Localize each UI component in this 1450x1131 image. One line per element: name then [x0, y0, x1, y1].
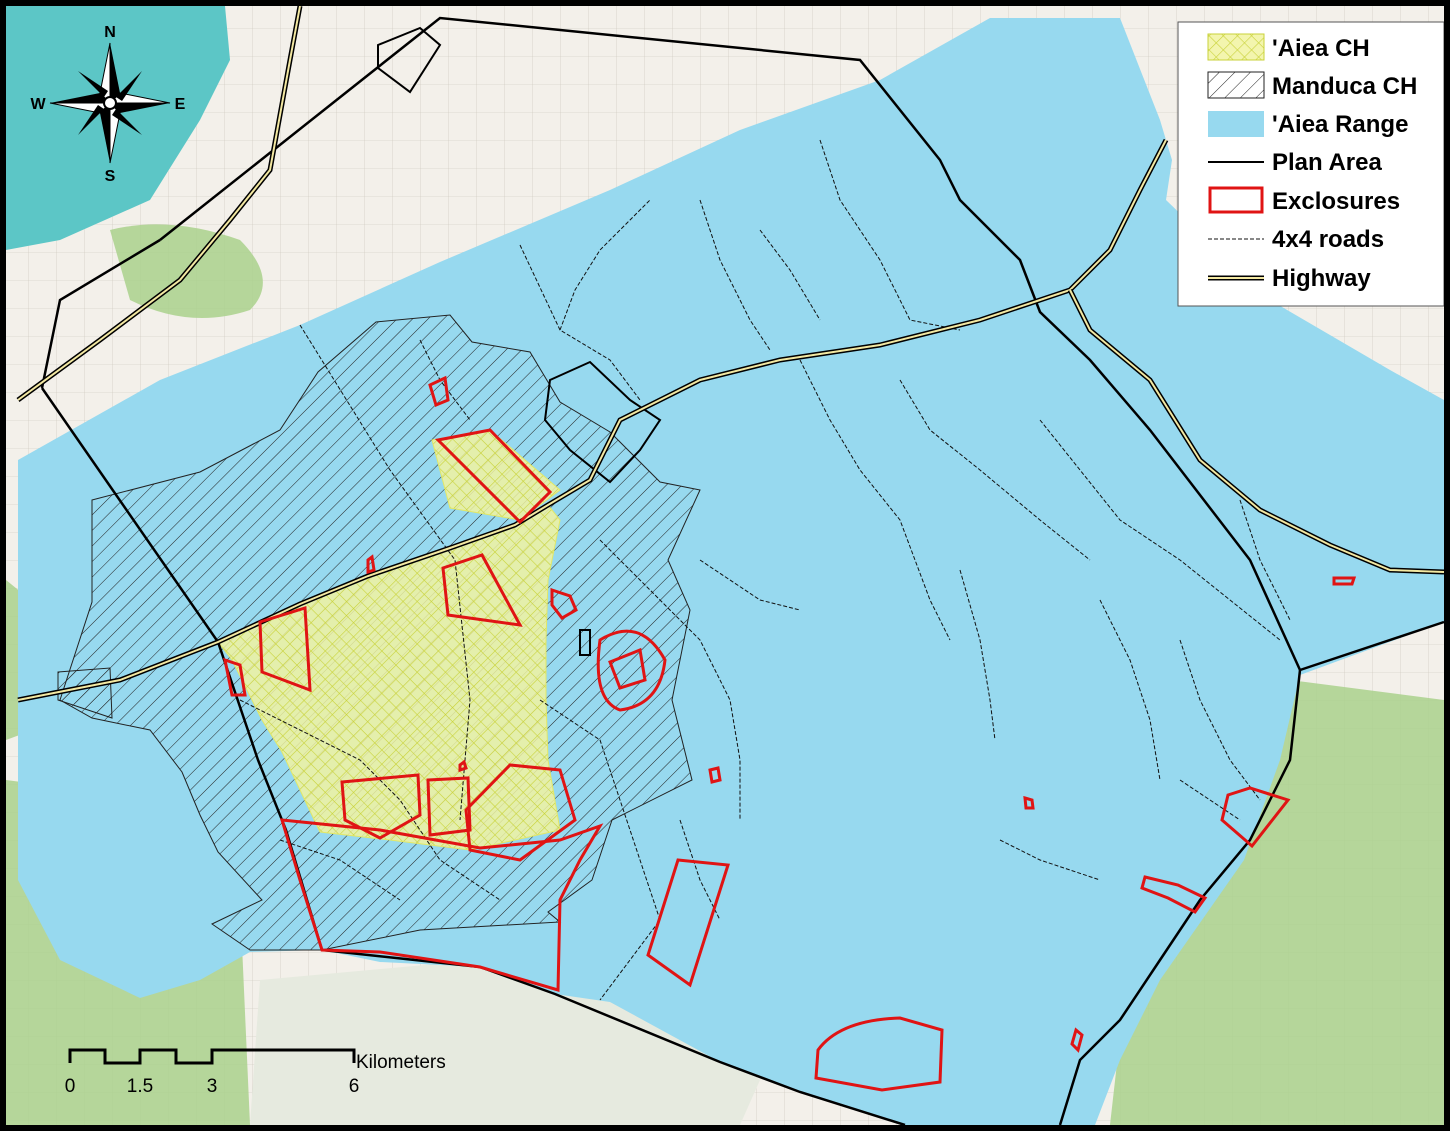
legend-swatch-aiea-ch — [1207, 33, 1265, 61]
legend: 'Aiea CH Manduca CH 'Aiea Range Plan Are… — [1177, 21, 1445, 307]
ocean-water — [6, 6, 230, 250]
legend-label-plan-area: Plan Area — [1272, 149, 1382, 176]
plan-area-boundary — [40, 16, 1445, 1127]
legend-label-manduca-ch: Manduca CH — [1272, 73, 1417, 100]
legend-swatch-manduca-ch — [1207, 71, 1265, 99]
highway-line — [16, 5, 1445, 703]
vegetation-area — [1110, 680, 1444, 1125]
compass-east-label: E — [175, 96, 186, 113]
legend-label-roads-4x4: 4x4 roads — [1272, 226, 1384, 253]
legend-swatch-exclosures — [1208, 186, 1264, 214]
scale-tick-3: 3 — [207, 1076, 218, 1097]
legend-label-highway: Highway — [1272, 265, 1371, 292]
scale-tick-6: 6 — [349, 1076, 360, 1097]
compass-rose-icon: N S W E — [30, 24, 185, 185]
legend-label-exclosures: Exclosures — [1272, 188, 1400, 215]
compass-north-label: N — [104, 24, 116, 41]
terrain-area — [250, 960, 760, 1125]
exclosures-layer — [223, 375, 1357, 1092]
scale-tick-0: 0 — [65, 1076, 76, 1097]
roads-4x4-network — [239, 139, 1291, 1001]
legend-label-aiea-ch: 'Aiea CH — [1272, 35, 1370, 62]
legend-swatch-aiea-range — [1208, 111, 1264, 137]
legend-label-aiea-range: 'Aiea Range — [1272, 111, 1408, 138]
scale-unit-label: Kilometers — [356, 1052, 446, 1073]
scale-tick-1-5: 1.5 — [127, 1076, 153, 1097]
compass-west-label: W — [30, 96, 46, 113]
compass-south-label: S — [105, 168, 116, 185]
scale-bar: 0 1.5 3 6 Kilometers — [65, 1048, 446, 1097]
